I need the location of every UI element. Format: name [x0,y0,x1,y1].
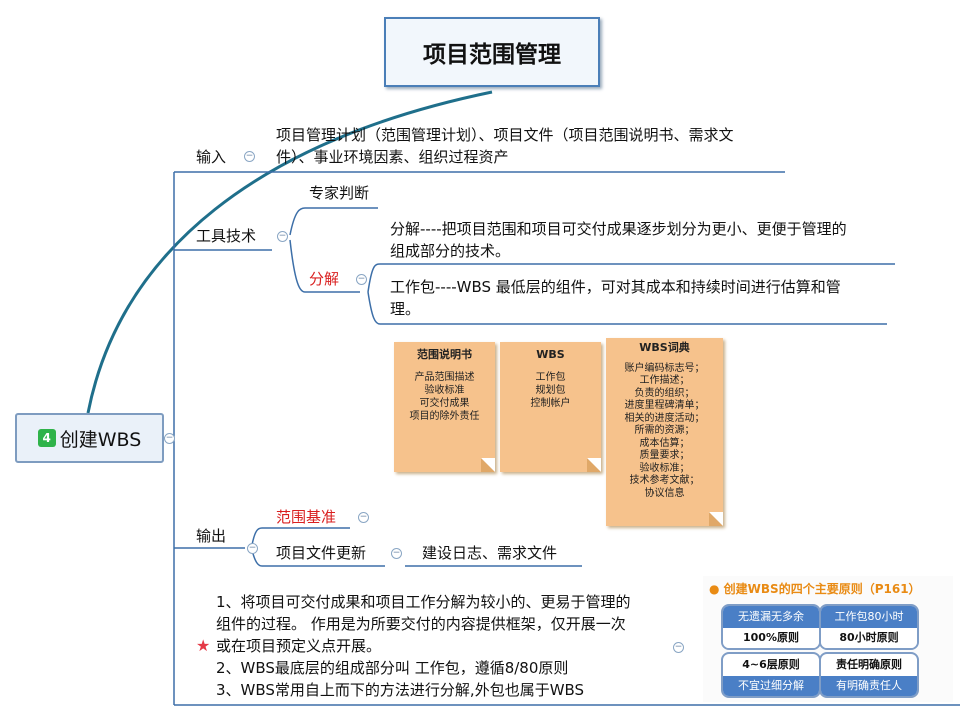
principles-title: ● 创建WBS的四个主要原则（P161） [709,580,921,597]
workpack-def-line1: 工作包----WBS 最低层的组件，可对其成本和持续时间进行估算和管 [390,278,841,296]
wbs-dictionary-panel: WBS词典 账户编码标志号； 工作描述； 负责的组织； 进度里程碑清单； 相关的… [606,338,723,526]
collapse-icon[interactable]: − [391,548,402,559]
principle-top: 无遗漏无多余 [723,606,819,628]
principle-card: 无遗漏无多余 100%原则 [721,604,821,650]
principle-bottom: 100%原则 [723,628,819,648]
panel-item: 项目的除外责任 [409,411,480,422]
principle-card: 4~6层原则 不宜过细分解 [721,652,821,698]
principle-top: 责任明确原则 [836,658,902,671]
panel-item: 验收标准； [639,462,690,474]
decompose-def-line1: 分解----把项目范围和项目可交付成果逐步划分为更小、更便于管理的 [390,220,847,238]
principle-top: 4~6层原则 [742,658,800,671]
panel-item: 验收标准 [424,385,465,396]
decompose-label[interactable]: 分解 [309,270,340,288]
panel-item: 规划包 [535,385,566,396]
wbs-principles-image: ● 创建WBS的四个主要原则（P161） 无遗漏无多余 100%原则 工作包80… [703,576,953,702]
central-title-text: 项目范围管理 [423,42,561,68]
panel-item: 可交付成果 [419,398,470,409]
root-node-label: 创建WBS [59,428,142,451]
panel-item: 账户编码标志号； [624,362,705,374]
collapse-icon[interactable]: − [673,642,684,653]
panel-title: WBS [536,348,565,361]
panel-item: 产品范围描述 [414,372,475,383]
panel-item: 工作描述； [639,375,690,386]
input-text-line1: 项目管理计划（范围管理计划）、项目文件（项目范围说明书、需求文 [276,126,734,144]
principle-bottom: 有明确责任人 [821,676,917,696]
collapse-icon[interactable]: − [358,512,369,523]
panel-item: 控制帐户 [530,398,571,409]
panel-item: 进度里程碑清单； [624,400,705,411]
collapse-icon[interactable]: − [244,151,255,162]
docs-update-label[interactable]: 项目文件更新 [276,544,367,562]
panel-title: 范围说明书 [417,348,472,361]
panel-item: 技术参考文献； [629,475,700,486]
panel-item: 工作包 [535,372,566,383]
workpack-def-line2: 理。 [390,300,421,318]
note-line1: 1、将项目可交付成果和项目工作分解为较小的、更易于管理的 [216,593,631,611]
note-line4: 2、WBS最底层的组成部分叫 工作包，遵循8/80原则 [216,659,569,677]
collapse-icon[interactable]: − [247,543,258,554]
principle-card: 责任明确原则 有明确责任人 [819,652,919,698]
principle-card: 工作包80小时 80小时原则 [819,604,919,650]
scope-statement-panel: 范围说明书 产品范围描述 验收标准 可交付成果 项目的除外责任 [394,342,495,472]
panel-item: 质量要求； [639,450,690,461]
central-title[interactable]: 项目范围管理 [384,17,600,87]
note-line3: 或在项目预定义点开展。 [216,637,382,655]
panel-title: WBS词典 [639,341,690,354]
panel-item: 协议信息 [644,487,685,499]
page-fold-icon [481,458,495,472]
collapse-icon[interactable]: − [277,231,288,242]
wbs-panel: WBS 工作包 规划包 控制帐户 [500,342,601,472]
decompose-def-line2: 组成部分的技术。 [390,242,511,260]
docs-update-detail: 建设日志、需求文件 [422,544,558,562]
note-line5: 3、WBS常用自上而下的方法进行分解,外包也属于WBS [216,681,585,699]
principle-bottom: 不宜过细分解 [723,676,819,696]
page-fold-icon [587,458,601,472]
scope-baseline-label[interactable]: 范围基准 [276,508,337,526]
panel-item: 负责的组织； [634,387,695,399]
input-label[interactable]: 输入 [196,148,227,166]
panel-item: 成本估算； [639,437,690,449]
collapse-icon[interactable]: − [356,274,367,285]
star-icon: ★ [196,636,211,655]
tools-label[interactable]: 工具技术 [196,227,257,245]
scope-baseline-image: 范围说明书 产品范围描述 验收标准 可交付成果 项目的除外责任 WBS 工作包 … [388,332,730,528]
note-line2: 组件的过程。 作用是为所要交付的内容提供框架，仅开展一次 [216,615,626,633]
principle-top: 工作包80小时 [821,606,917,628]
principles-title-text: 创建WBS的四个主要原则（P161） [723,582,921,596]
output-label[interactable]: 输出 [196,527,227,545]
panel-item: 相关的进度活动； [624,412,705,424]
number-badge-icon: 4 [37,429,56,447]
bullet-icon: ● [709,582,720,596]
page-fold-icon [709,512,723,526]
root-node[interactable]: 4 创建WBS [15,413,164,463]
expert-judgment[interactable]: 专家判断 [309,184,370,202]
panel-item: 所需的资源； [634,425,695,436]
input-text-line2: 件）、事业环境因素、组织过程资产 [276,148,509,166]
principle-bottom: 80小时原则 [821,628,917,648]
collapse-icon[interactable]: − [164,433,175,444]
